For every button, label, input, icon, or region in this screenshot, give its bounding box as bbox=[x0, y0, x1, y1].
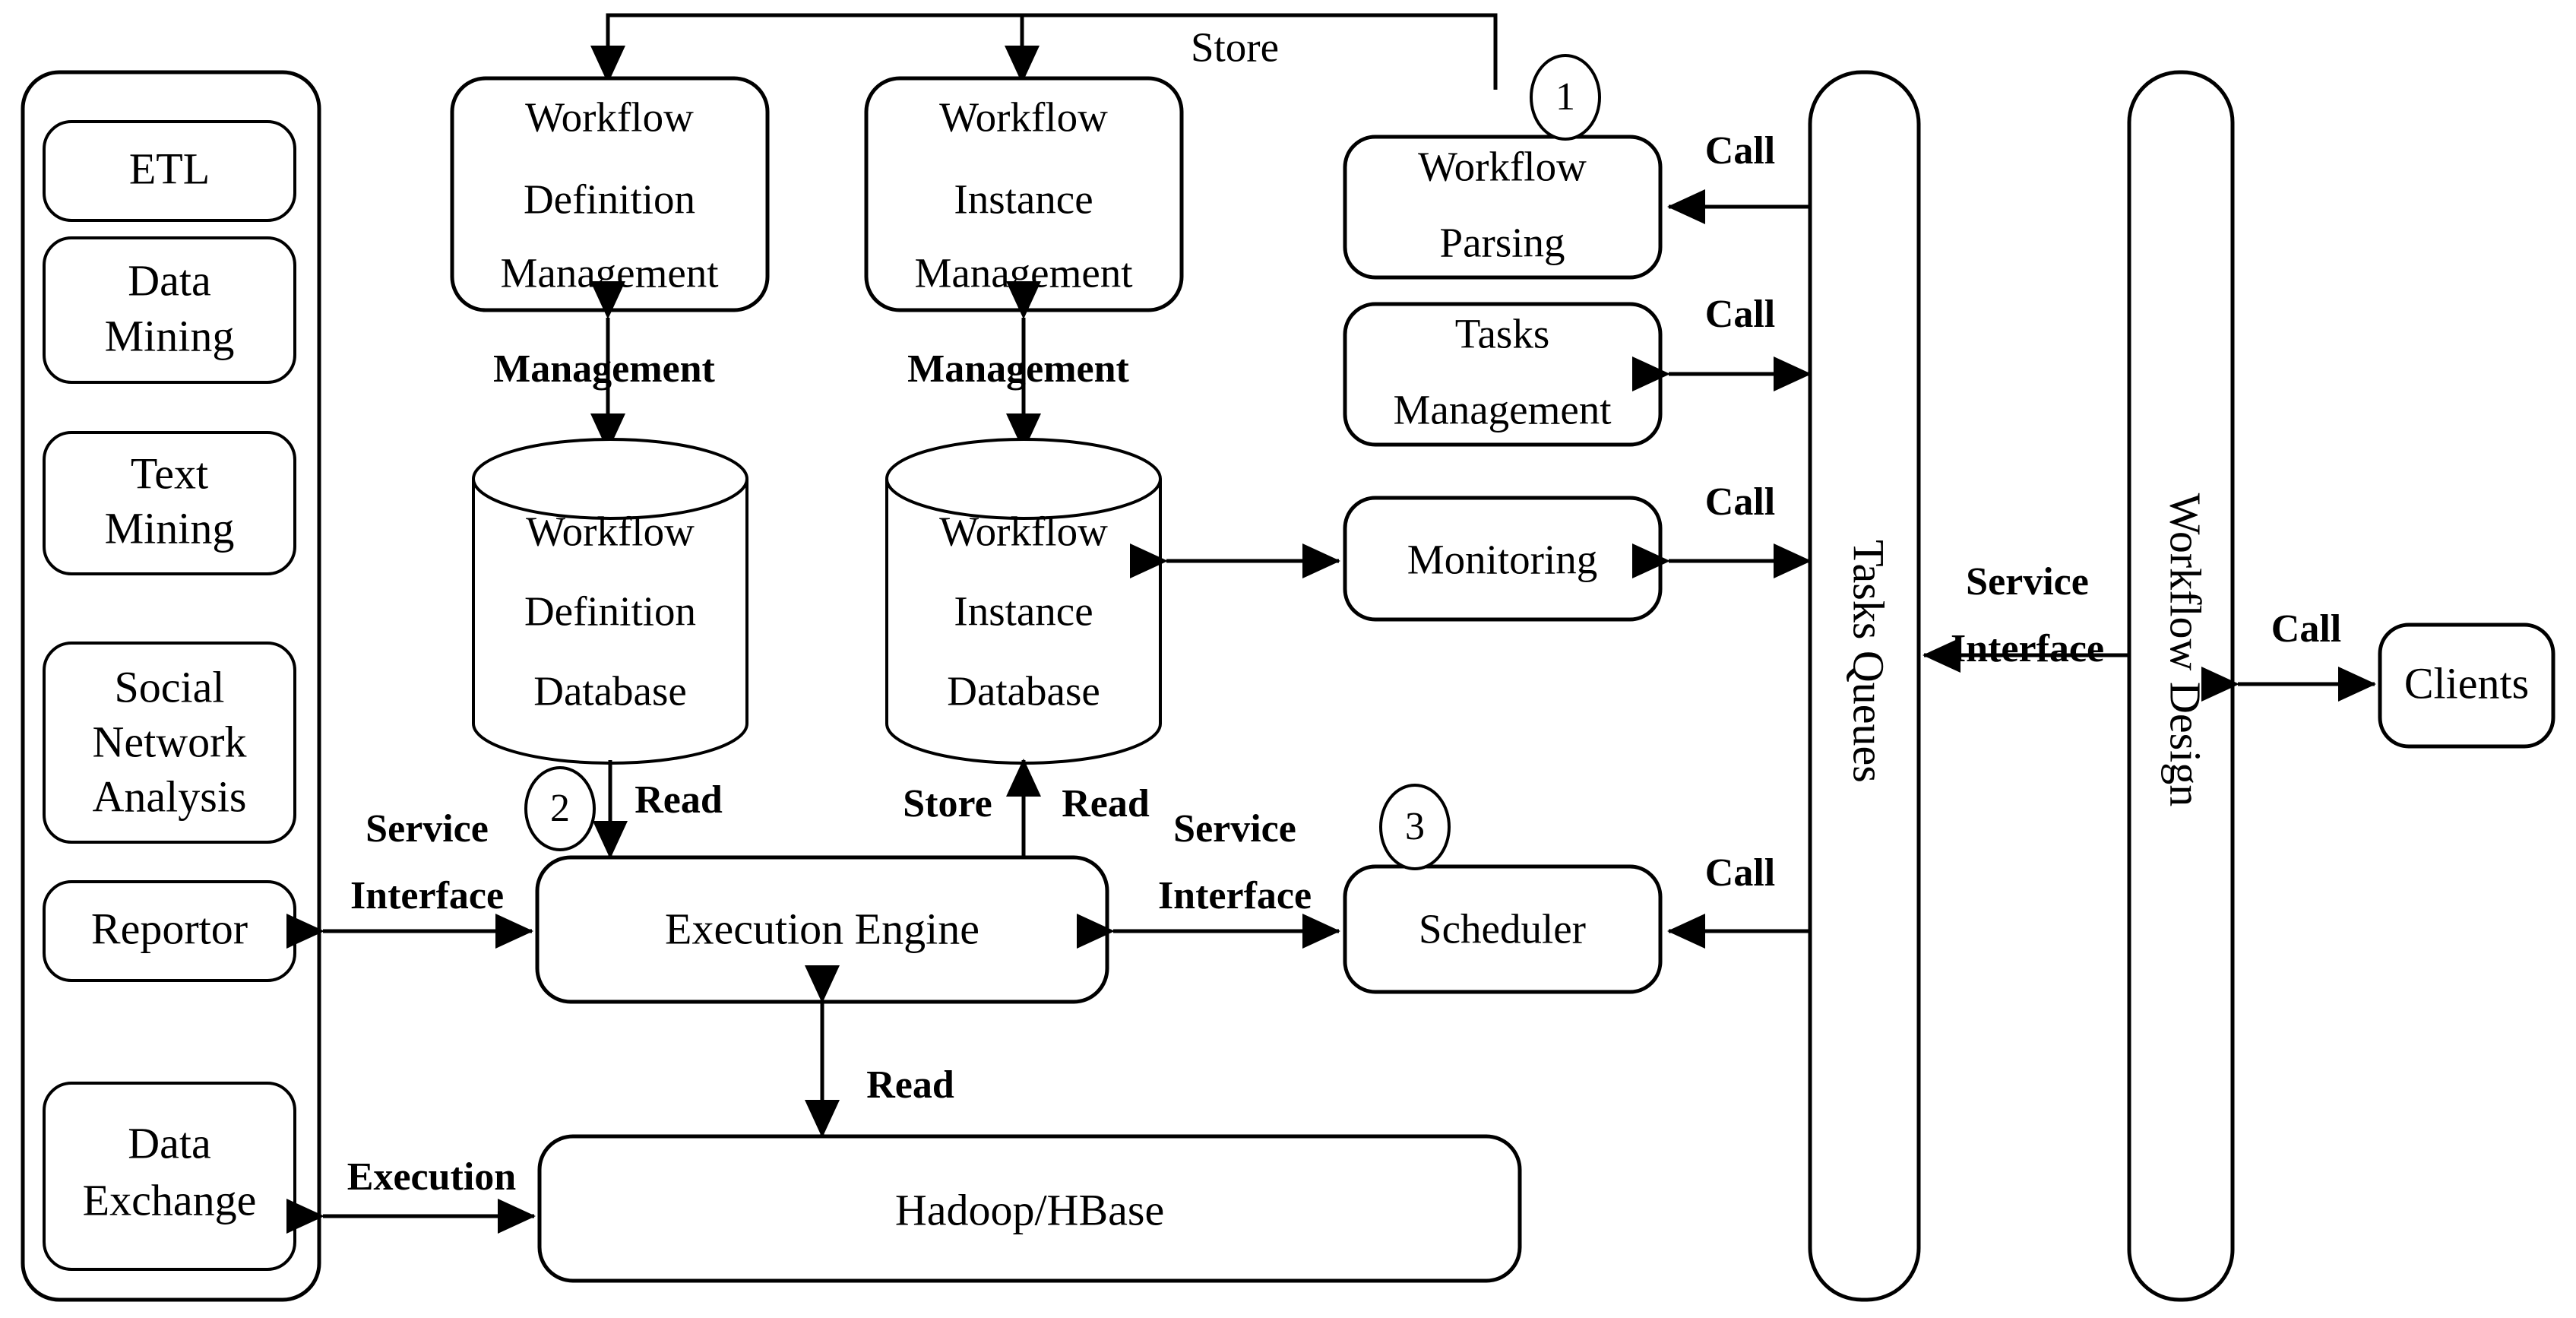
sidebar-item-reportor-label: Reportor bbox=[91, 904, 248, 953]
edge-label-management-instance: Management bbox=[907, 347, 1129, 391]
node-workflow-instance-database[interactable]: Workflow Instance Database bbox=[885, 438, 1162, 765]
edge-label-call-clients: Call bbox=[2271, 607, 2341, 651]
edge-label-call-workflow-parsing: Call bbox=[1705, 129, 1775, 173]
node-scheduler-box bbox=[1343, 864, 1663, 994]
node-workflow-instance-management-line2: Instance bbox=[954, 176, 1093, 223]
step-marker-3-circle bbox=[1379, 784, 1451, 870]
node-tasks-queues[interactable]: Tasks Queues bbox=[1808, 70, 1921, 1302]
sidebar-item-text-mining-box bbox=[43, 431, 296, 575]
node-hadoop-hbase-label: Hadoop/HBase bbox=[895, 1185, 1164, 1234]
sidebar-item-social-network-analysis-label-line2: Network bbox=[93, 717, 247, 766]
sidebar-item-data-exchange-label-line1: Data bbox=[128, 1118, 211, 1168]
edge-label-service-interface-left-line2: Interface bbox=[350, 874, 504, 917]
node-workflow-instance-database-body bbox=[885, 438, 1162, 765]
edge-label-service-interface-left-line1: Service bbox=[366, 807, 489, 851]
step-marker-2-label: 2 bbox=[550, 787, 570, 830]
edge-label-call-tasks-management: Call bbox=[1705, 293, 1775, 336]
node-hadoop-hbase[interactable]: Hadoop/HBase bbox=[537, 1134, 1522, 1283]
node-workflow-instance-database-line1: Workflow bbox=[939, 509, 1108, 555]
step-marker-1-circle bbox=[1530, 54, 1601, 141]
node-workflow-design[interactable]: Workflow Design bbox=[2127, 70, 2235, 1302]
edge-label-read-definition-db: Read bbox=[635, 778, 723, 822]
node-tasks-management-line2: Management bbox=[1393, 387, 1611, 433]
node-workflow-parsing-line2: Parsing bbox=[1440, 220, 1565, 266]
node-scheduler[interactable]: Scheduler bbox=[1343, 864, 1663, 994]
node-clients[interactable]: Clients bbox=[2378, 623, 2555, 749]
edge-label-service-interface-design-line2: Interface bbox=[1951, 627, 2104, 670]
sidebar-item-social-network-analysis-label-line3: Analysis bbox=[93, 771, 247, 821]
node-workflow-instance-database-top-ellipse bbox=[885, 478, 1162, 520]
sidebar-item-social-network-analysis[interactable]: Social Network Analysis bbox=[43, 642, 296, 844]
step-marker-3: 3 bbox=[1379, 784, 1451, 870]
node-execution-engine-label: Execution Engine bbox=[665, 904, 979, 953]
node-workflow-design-label: Workflow Design bbox=[2161, 493, 2210, 807]
sidebar-item-data-mining-box bbox=[43, 236, 296, 384]
sidebar-item-data-exchange-box bbox=[43, 1082, 296, 1271]
node-workflow-instance-management-line3: Management bbox=[914, 250, 1132, 296]
edge-label-execution-hadoop: Execution bbox=[347, 1155, 517, 1199]
sidebar-item-etl-label: ETL bbox=[129, 144, 210, 193]
node-workflow-instance-management-line1: Workflow bbox=[939, 94, 1108, 141]
analysis-applications-panel[interactable]: ETL Data Mining Text Mining Social Netwo… bbox=[21, 70, 321, 1302]
edge-label-store-top: Store bbox=[1191, 24, 1279, 71]
node-workflow-definition-management-line2: Definition bbox=[524, 176, 695, 223]
node-workflow-definition-management-line3: Management bbox=[500, 250, 718, 296]
node-tasks-management[interactable]: Tasks Management bbox=[1343, 302, 1663, 447]
edge-label-read-instance-db: Read bbox=[1062, 782, 1150, 825]
node-monitoring[interactable]: Monitoring bbox=[1343, 496, 1663, 622]
edge-label-service-interface-design-line1: Service bbox=[1966, 560, 2089, 604]
node-tasks-queues-box bbox=[1808, 70, 1921, 1302]
node-workflow-definition-database-line3: Database bbox=[533, 668, 687, 714]
node-workflow-definition-database[interactable]: Workflow Definition Database bbox=[472, 438, 748, 765]
step-marker-3-label: 3 bbox=[1405, 805, 1425, 848]
node-workflow-definition-database-body bbox=[472, 438, 748, 765]
edge-label-read-hadoop: Read bbox=[866, 1063, 954, 1107]
node-clients-label: Clients bbox=[2404, 658, 2529, 708]
sidebar-item-data-exchange-label-line2: Exchange bbox=[83, 1175, 257, 1225]
step-marker-2-circle bbox=[524, 766, 596, 851]
step-marker-2: 2 bbox=[524, 766, 596, 851]
edge-label-store-instance-db: Store bbox=[903, 782, 992, 825]
node-monitoring-label: Monitoring bbox=[1407, 537, 1598, 583]
edge-label-service-interface-scheduler-line2: Interface bbox=[1158, 874, 1312, 917]
sidebar-item-text-mining-label-line1: Text bbox=[131, 448, 208, 498]
node-workflow-definition-database-top-ellipse bbox=[472, 478, 748, 520]
node-tasks-management-line1: Tasks bbox=[1455, 311, 1549, 357]
node-workflow-instance-management[interactable]: Workflow Instance Management bbox=[864, 76, 1184, 312]
sidebar-item-etl-box bbox=[43, 120, 296, 222]
node-workflow-definition-database-line2: Definition bbox=[524, 588, 696, 635]
sidebar-item-text-mining-label-line2: Mining bbox=[105, 503, 235, 553]
sidebar-item-data-mining-label-line1: Data bbox=[128, 255, 211, 305]
step-marker-1: 1 bbox=[1530, 54, 1601, 141]
sidebar-item-text-mining[interactable]: Text Mining bbox=[43, 431, 296, 575]
sidebar-item-data-exchange[interactable]: Data Exchange bbox=[43, 1082, 296, 1271]
node-scheduler-label: Scheduler bbox=[1419, 906, 1586, 952]
sidebar-item-data-mining[interactable]: Data Mining bbox=[43, 236, 296, 384]
node-workflow-parsing[interactable]: Workflow Parsing bbox=[1343, 135, 1663, 280]
edge-label-service-interface-scheduler-line1: Service bbox=[1173, 807, 1296, 851]
node-execution-engine[interactable]: Execution Engine bbox=[535, 855, 1109, 1004]
node-workflow-instance-database-line2: Instance bbox=[954, 588, 1093, 635]
sidebar-item-data-mining-label-line2: Mining bbox=[105, 311, 235, 360]
node-clients-box bbox=[2378, 623, 2555, 749]
sidebar-item-reportor[interactable]: Reportor bbox=[43, 880, 296, 982]
sidebar-item-social-network-analysis-box bbox=[43, 642, 296, 844]
node-workflow-definition-management[interactable]: Workflow Definition Management bbox=[450, 76, 770, 312]
sidebar-item-etl[interactable]: ETL bbox=[43, 120, 296, 222]
node-workflow-definition-management-line1: Workflow bbox=[525, 94, 694, 141]
node-workflow-instance-database-line3: Database bbox=[947, 668, 1100, 714]
step-marker-1-label: 1 bbox=[1555, 75, 1575, 119]
node-tasks-queues-label: Tasks Queues bbox=[1844, 540, 1894, 783]
store-route-edge bbox=[590, 13, 1498, 90]
node-workflow-parsing-box bbox=[1343, 135, 1663, 280]
edge-label-management-definition: Management bbox=[493, 347, 715, 391]
sidebar-item-social-network-analysis-label-line1: Social bbox=[115, 662, 225, 711]
node-hadoop-hbase-box bbox=[537, 1134, 1522, 1283]
edge-label-call-monitoring: Call bbox=[1705, 480, 1775, 524]
node-workflow-parsing-line1: Workflow bbox=[1418, 144, 1587, 190]
node-workflow-definition-database-line1: Workflow bbox=[526, 509, 695, 555]
edge-label-call-scheduler: Call bbox=[1705, 851, 1775, 895]
